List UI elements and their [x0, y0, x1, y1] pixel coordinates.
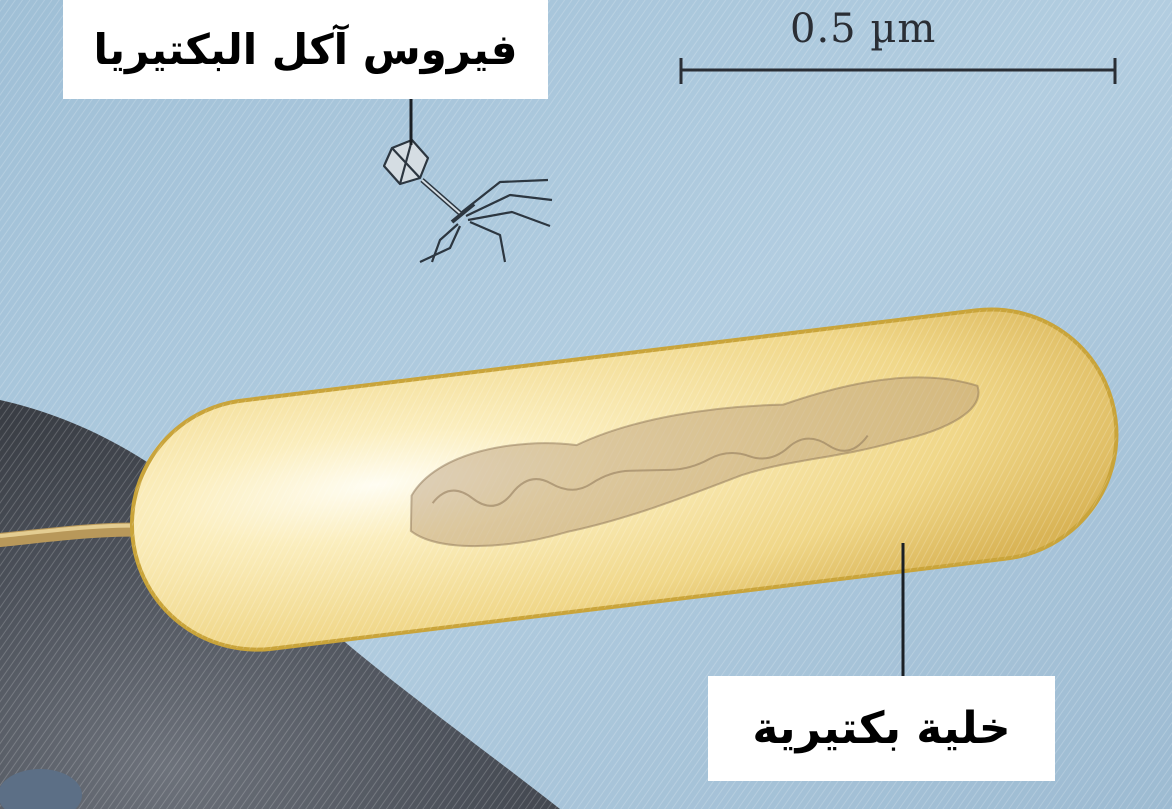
- scale-bar-label: 0.5 µm: [790, 6, 1020, 52]
- phage-label: فيروس آكل البكتيريا: [63, 0, 548, 99]
- bacterial-cell-label-text: خلية بكتيرية: [752, 703, 1010, 754]
- phage-label-text: فيروس آكل البكتيريا: [93, 25, 517, 74]
- bacterial-cell-label: خلية بكتيرية: [708, 676, 1055, 781]
